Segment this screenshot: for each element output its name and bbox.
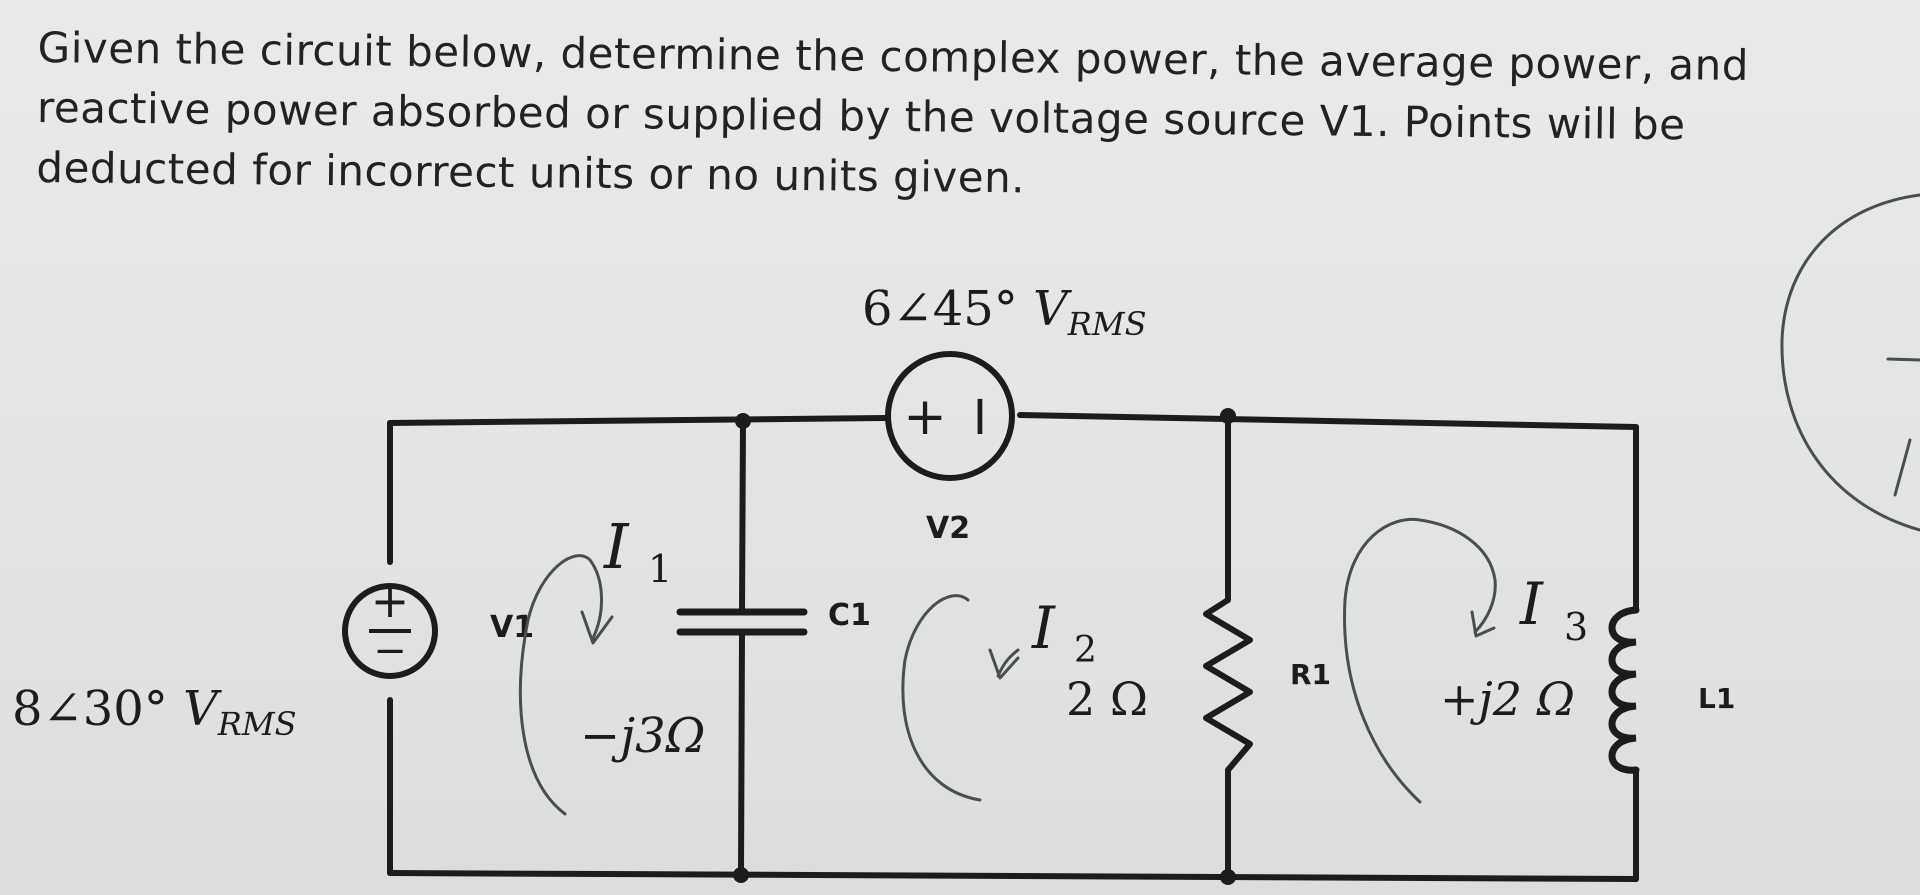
- v1-value-label: 8∠30° VRMS: [12, 681, 297, 743]
- junction-top-r1: [1220, 408, 1236, 424]
- wire-bottom: [387, 870, 1639, 882]
- i2-arrow-head: [988, 648, 1020, 680]
- v2-name-label: V2: [926, 511, 970, 546]
- wire-top-left: [387, 415, 888, 426]
- c1-name-label: C1: [828, 598, 871, 633]
- svg-text:I: I: [1519, 570, 1544, 638]
- v2-source-symbol: + I: [885, 351, 1015, 481]
- svg-text:2: 2: [1074, 630, 1097, 671]
- margin-sketch: [1780, 193, 1920, 532]
- r1-name-label: R1: [1290, 658, 1331, 691]
- i1-label: I 1: [603, 510, 672, 591]
- v2-plus-sign: +: [903, 387, 947, 447]
- c1-capacitor-symbol: [676, 608, 808, 636]
- svg-text:3: 3: [1564, 605, 1588, 649]
- junction-bottom-r1: [1220, 869, 1236, 885]
- l1-inductor-symbol: [1608, 606, 1640, 774]
- junction-top-c1: [735, 413, 751, 429]
- c1-impedance-label: −j3Ω: [580, 708, 705, 764]
- svg-text:I: I: [603, 510, 630, 583]
- i3-loop-arrow: [1343, 517, 1497, 804]
- handwritten-annotations: [518, 193, 1920, 816]
- svg-text:I: I: [1031, 594, 1056, 662]
- l1-name-label: L1: [1698, 682, 1735, 715]
- r1-impedance-label: 2 Ω: [1066, 672, 1148, 726]
- i3-arrow-head: [1470, 610, 1496, 638]
- v2-value-label: 6∠45° VRMS: [862, 281, 1147, 343]
- v1-source-symbol: + −: [342, 574, 438, 679]
- margin-sketch-tick: [1893, 438, 1912, 497]
- i2-loop-arrow: [901, 594, 982, 802]
- circuit-wires: [387, 412, 1639, 882]
- wire-c1-upper: [739, 418, 746, 615]
- i2-label: I 2: [1031, 594, 1097, 671]
- i1-loop-arrow: [518, 554, 603, 816]
- svg-text:1: 1: [648, 547, 672, 591]
- junction-dots: [733, 408, 1236, 885]
- r1-resistor-symbol: [1203, 597, 1253, 772]
- wire-top-right: [1017, 412, 1639, 430]
- wire-c1-lower: [738, 629, 745, 878]
- v1-plus-sign: +: [371, 574, 410, 628]
- l1-impedance-label: +j2 Ω: [1440, 672, 1575, 726]
- v1-minus-sign: −: [373, 628, 407, 674]
- i3-label: I 3: [1519, 570, 1588, 649]
- margin-sketch-dash: [1886, 357, 1920, 362]
- i1-arrow-head: [580, 610, 614, 645]
- v2-minus-sign: I: [973, 390, 987, 446]
- junction-bottom-c1: [733, 867, 749, 883]
